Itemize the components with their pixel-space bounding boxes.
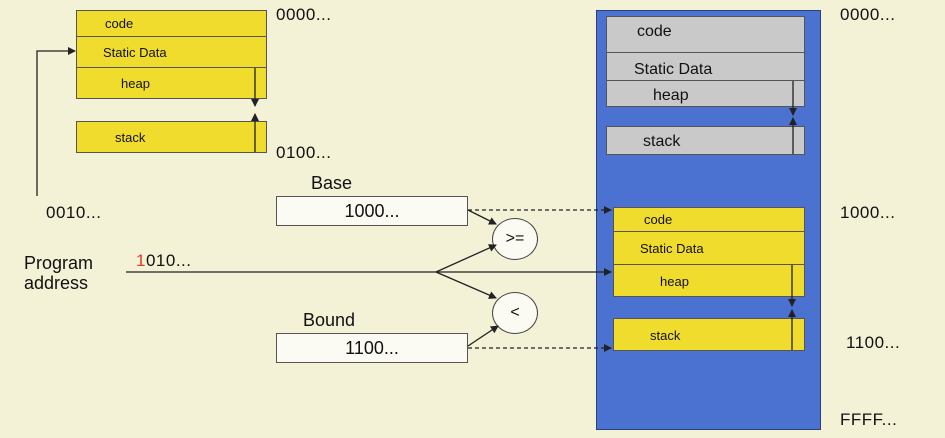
virtual-code-label: code xyxy=(105,16,134,31)
base-register: 1000... xyxy=(276,196,468,226)
physical-addr-top: 0000... xyxy=(840,5,896,24)
less-than-comparator: < xyxy=(492,292,538,334)
virtual-heap-segment: heap xyxy=(76,67,267,99)
bound-to-lt-comparator xyxy=(467,325,499,347)
virtual-stack-segment: stack xyxy=(76,121,267,153)
physical-addr-base: 1000... xyxy=(840,203,896,222)
relocated-static-data-label: Static Data xyxy=(640,241,704,256)
other-heap-segment: heap xyxy=(606,80,805,107)
physical-addr-bound: 1100... xyxy=(846,333,901,352)
other-stack-segment: stack xyxy=(606,126,805,155)
base-to-ge-comparator xyxy=(467,209,497,225)
bound-register-label: Bound xyxy=(303,310,356,330)
program-address-rest-digits: 010... xyxy=(145,251,192,270)
virtual-static-data-label: Static Data xyxy=(103,45,167,60)
other-stack-label: stack xyxy=(643,133,681,150)
other-code-segment: code xyxy=(606,16,805,53)
virtual-code-segment: code xyxy=(76,10,267,37)
virtual-addr-top: 0000... xyxy=(276,5,332,24)
program-address-first-digit: 1 xyxy=(136,251,146,270)
address-to-ge-comparator xyxy=(435,244,497,273)
base-register-label: Base xyxy=(311,173,353,193)
physical-addr-end: FFFF... xyxy=(840,410,898,429)
relocated-heap-segment: heap xyxy=(613,264,805,297)
bound-register-value: 1100... xyxy=(345,337,399,358)
greater-equal-symbol: >= xyxy=(505,230,525,247)
other-heap-label: heap xyxy=(653,87,689,104)
program-address-label-line2: address xyxy=(24,273,89,293)
other-code-label: code xyxy=(637,23,672,40)
program-address-value: 1010... xyxy=(136,251,192,271)
address-to-lt-comparator xyxy=(435,271,497,299)
virtual-heap-label: heap xyxy=(121,76,150,91)
virtual-stack-label: stack xyxy=(115,130,146,145)
other-static-data-segment: Static Data xyxy=(606,52,805,81)
relocated-heap-label: heap xyxy=(660,274,689,289)
virtual-address-arrow xyxy=(36,47,76,196)
greater-equal-comparator: >= xyxy=(492,218,538,260)
bound-register: 1100... xyxy=(276,333,468,363)
less-than-symbol: < xyxy=(510,304,520,321)
relocated-stack-label: stack xyxy=(650,328,681,343)
relocated-code-label: code xyxy=(644,212,673,227)
virtual-program-addr: 0010... xyxy=(46,203,102,222)
program-address-label-line1: Program xyxy=(24,253,94,273)
base-register-value: 1000... xyxy=(344,200,400,221)
virtual-addr-bottom: 0100... xyxy=(276,143,332,162)
other-static-data-label: Static Data xyxy=(634,61,713,78)
relocated-stack-segment: stack xyxy=(613,318,805,351)
